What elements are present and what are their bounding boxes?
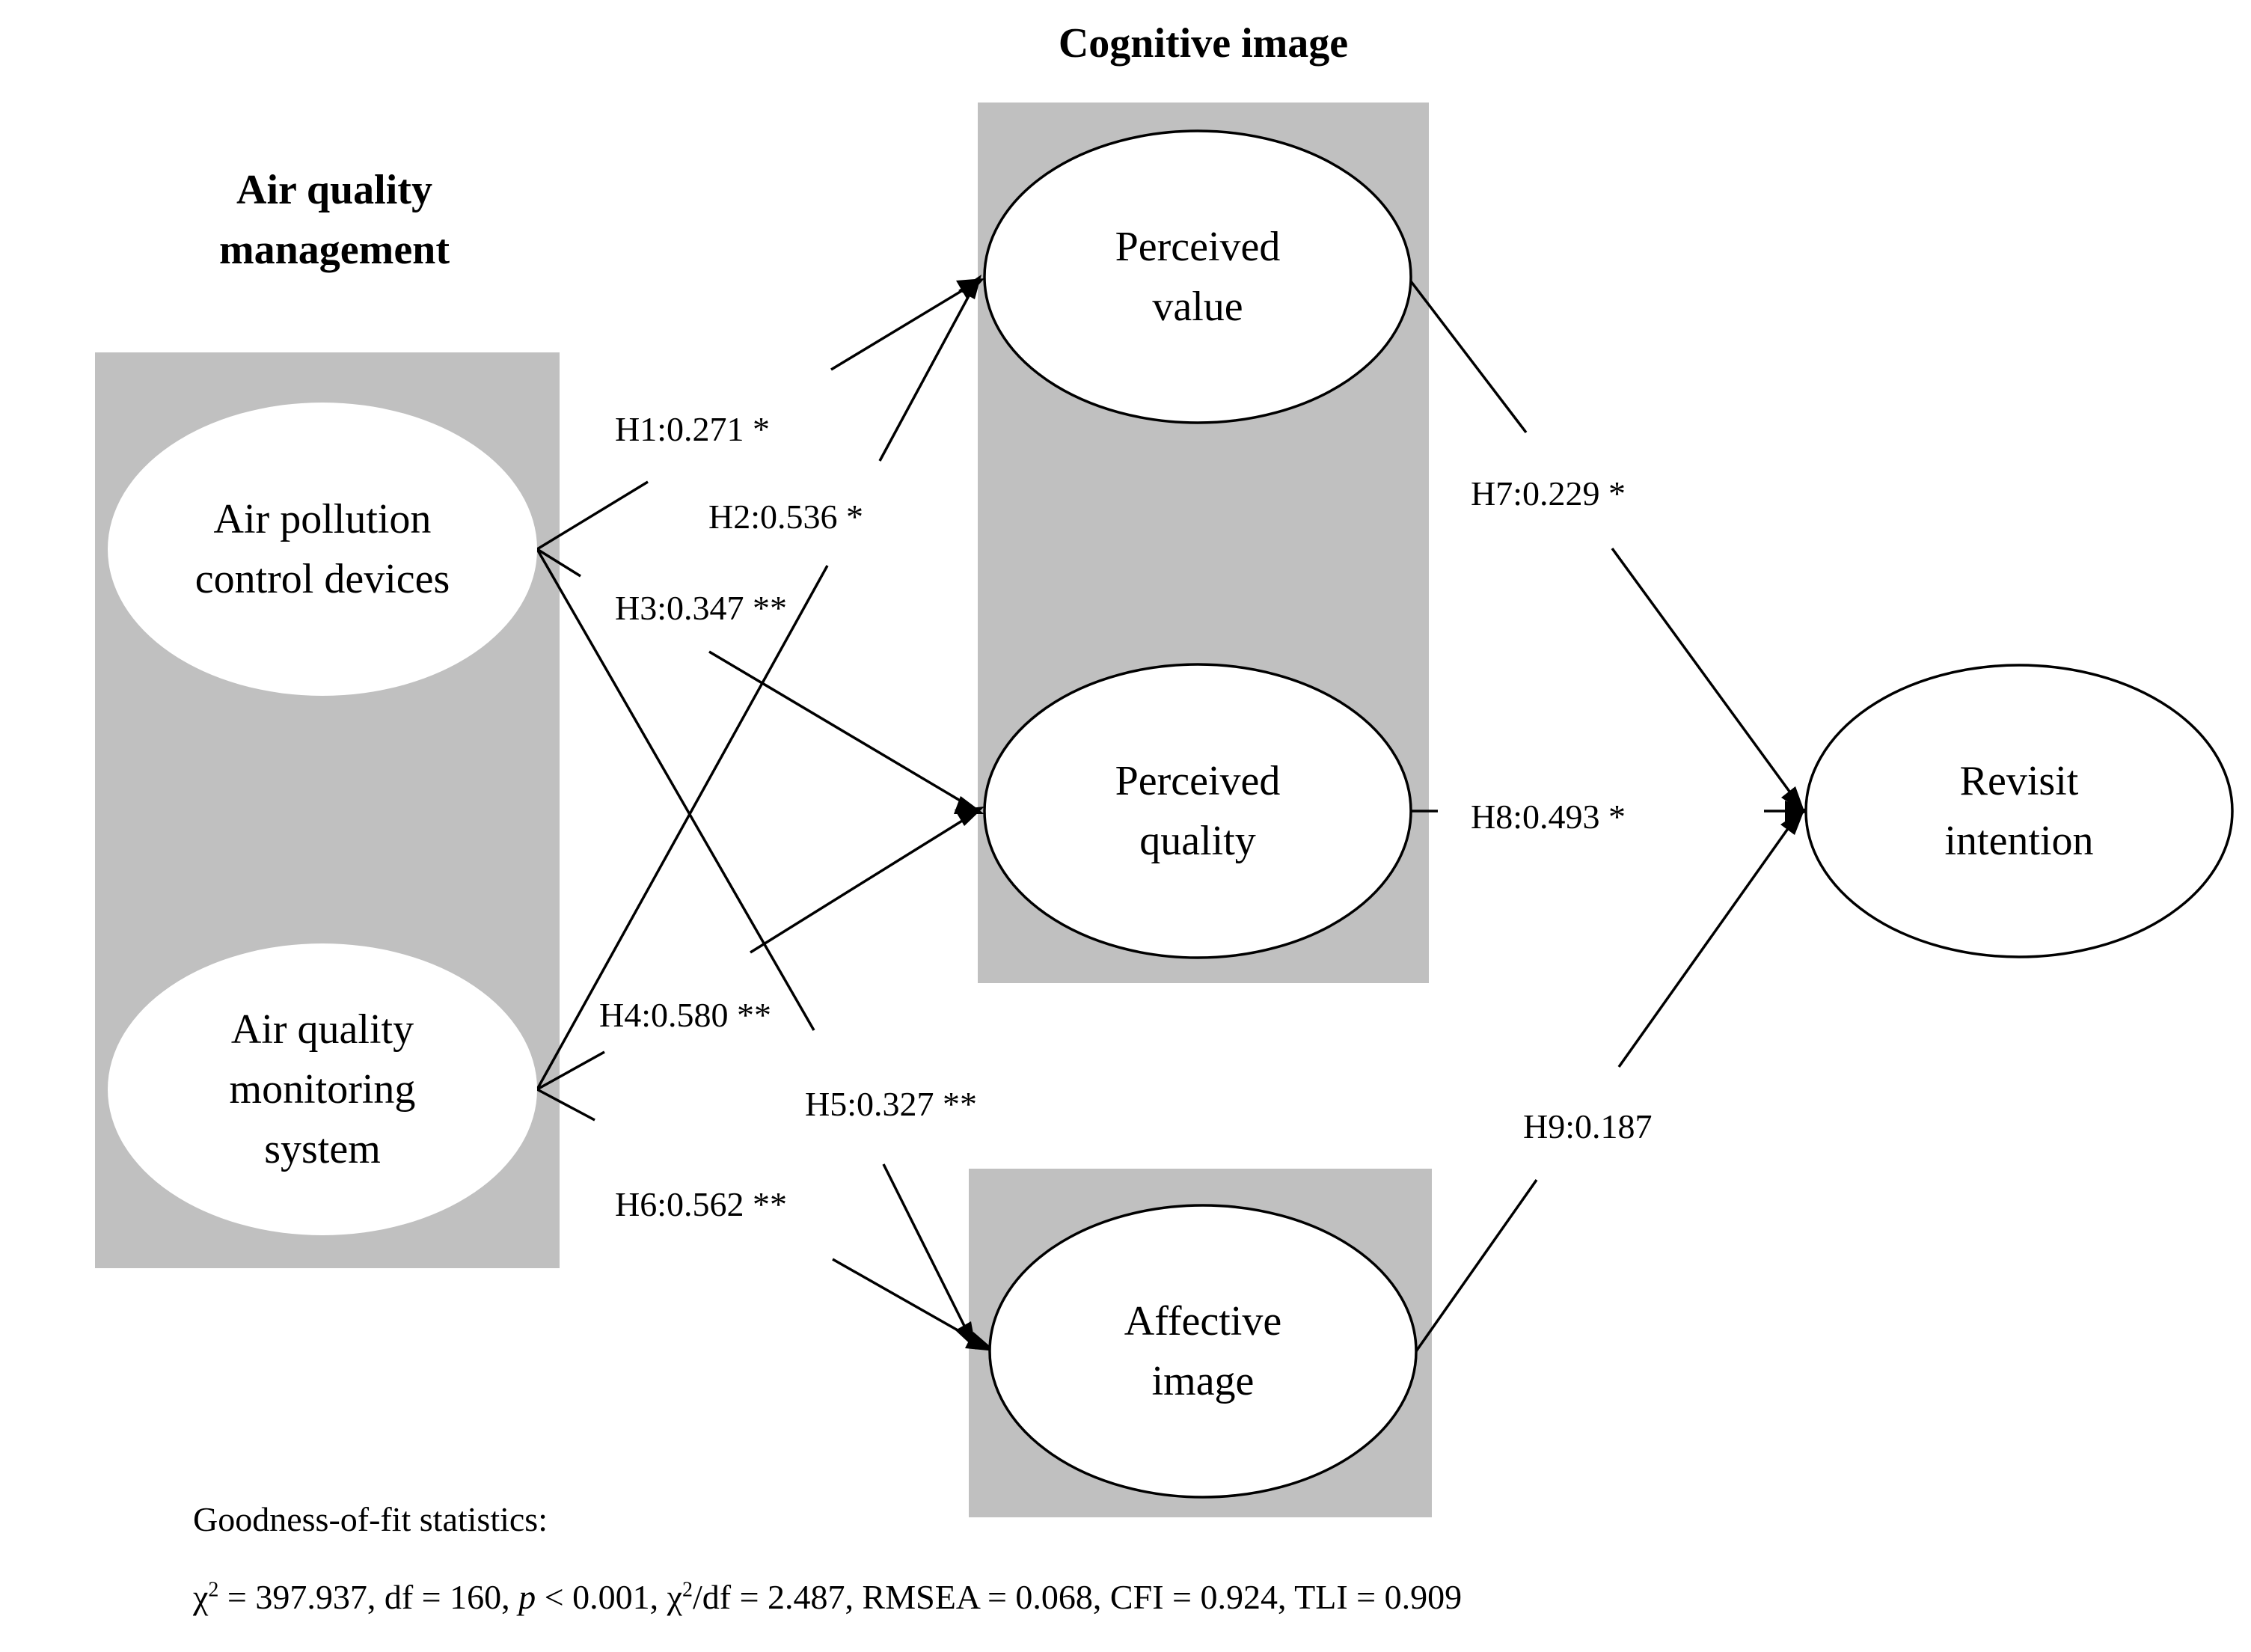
path-h7-line-a: [1409, 280, 1528, 434]
path-label-h1: H1:0.271 *: [615, 410, 770, 448]
fit-statistics-values: χ2 = 397.937, df = 160, p < 0.001, χ2/df…: [193, 1576, 1462, 1618]
path-h1-line-b: [830, 281, 977, 371]
group-title-air-quality-management: Air quality management: [219, 167, 450, 273]
path-h3-line-a: [536, 548, 581, 578]
chi-square-symbol: χ: [193, 1578, 209, 1616]
path-label-h3: H3:0.347 **: [615, 589, 787, 627]
p-symbol: p: [518, 1578, 536, 1616]
node-air-quality-monitoring-system-shape: [108, 943, 537, 1235]
path-label-h8: H8:0.493 *: [1471, 798, 1626, 836]
node-air-pollution-control-devices: Air pollution control devices: [195, 496, 450, 602]
path-h9-line-a: [1415, 1178, 1538, 1353]
path-h2-line-b: [878, 281, 978, 462]
path-h9-line-b: [1617, 810, 1801, 1068]
node-affective-image-shape: [988, 1204, 1418, 1499]
ratio-and-indices: /df = 2.487, RMSEA = 0.068, CFI = 0.924,…: [693, 1578, 1463, 1616]
node-perceived-value: Perceived value: [1115, 224, 1281, 330]
path-h5-line-a: [536, 548, 815, 1031]
arrowhead-h7: [1781, 786, 1805, 813]
path-h4-line-b: [750, 810, 979, 954]
path-lines: [536, 280, 1801, 1353]
chi-square-value: = 397.937, df = 160,: [218, 1578, 519, 1616]
node-perceived-quality-shape: [983, 663, 1412, 959]
arrowhead-h2: [958, 275, 981, 299]
path-label-h2: H2:0.536 *: [708, 498, 863, 536]
path-label-h6: H6:0.562 **: [615, 1185, 787, 1223]
node-revisit-intention-shape: [1804, 664, 2234, 958]
path-h4-line-a: [536, 1050, 605, 1091]
node-affective-image: Affective image: [1124, 1298, 1282, 1404]
path-h5-line-b: [882, 1163, 973, 1340]
node-perceived-value-shape: [983, 129, 1412, 424]
path-label-h9: H9:0.187: [1523, 1107, 1653, 1145]
path-h7-line-b: [1611, 547, 1801, 807]
arrowheads: [954, 275, 1809, 1351]
node-revisit-intention: Revisit intention: [1944, 758, 2094, 864]
ratio-symbol: χ: [667, 1578, 682, 1616]
path-label-h7: H7:0.229 *: [1471, 474, 1626, 513]
chi-square-exponent: 2: [208, 1578, 219, 1602]
ellipses: [108, 129, 2234, 1499]
group-title-cognitive-image: Cognitive image: [1058, 20, 1349, 67]
arrowhead-h8: [1785, 801, 1809, 822]
p-value: < 0.001,: [536, 1578, 667, 1616]
node-perceived-quality: Perceived quality: [1115, 758, 1281, 864]
path-h2-line-a: [536, 565, 829, 1090]
node-air-pollution-control-devices-shape: [108, 403, 537, 696]
arrowhead-h6: [965, 1332, 996, 1351]
arrowhead-h9: [1780, 808, 1805, 835]
path-h6-line-a: [536, 1088, 595, 1122]
path-h1-line-a: [536, 480, 649, 551]
ratio-exponent: 2: [682, 1578, 693, 1602]
path-label-h5: H5:0.327 **: [805, 1085, 977, 1123]
node-air-quality-monitoring-system: Air quality monitoring system: [229, 1006, 416, 1172]
path-h3-line-b: [708, 650, 979, 813]
fit-statistics-title: Goodness-of-fit statistics:: [193, 1500, 548, 1538]
arrowhead-h4: [955, 807, 984, 826]
path-label-h4: H4:0.580 **: [599, 996, 771, 1034]
